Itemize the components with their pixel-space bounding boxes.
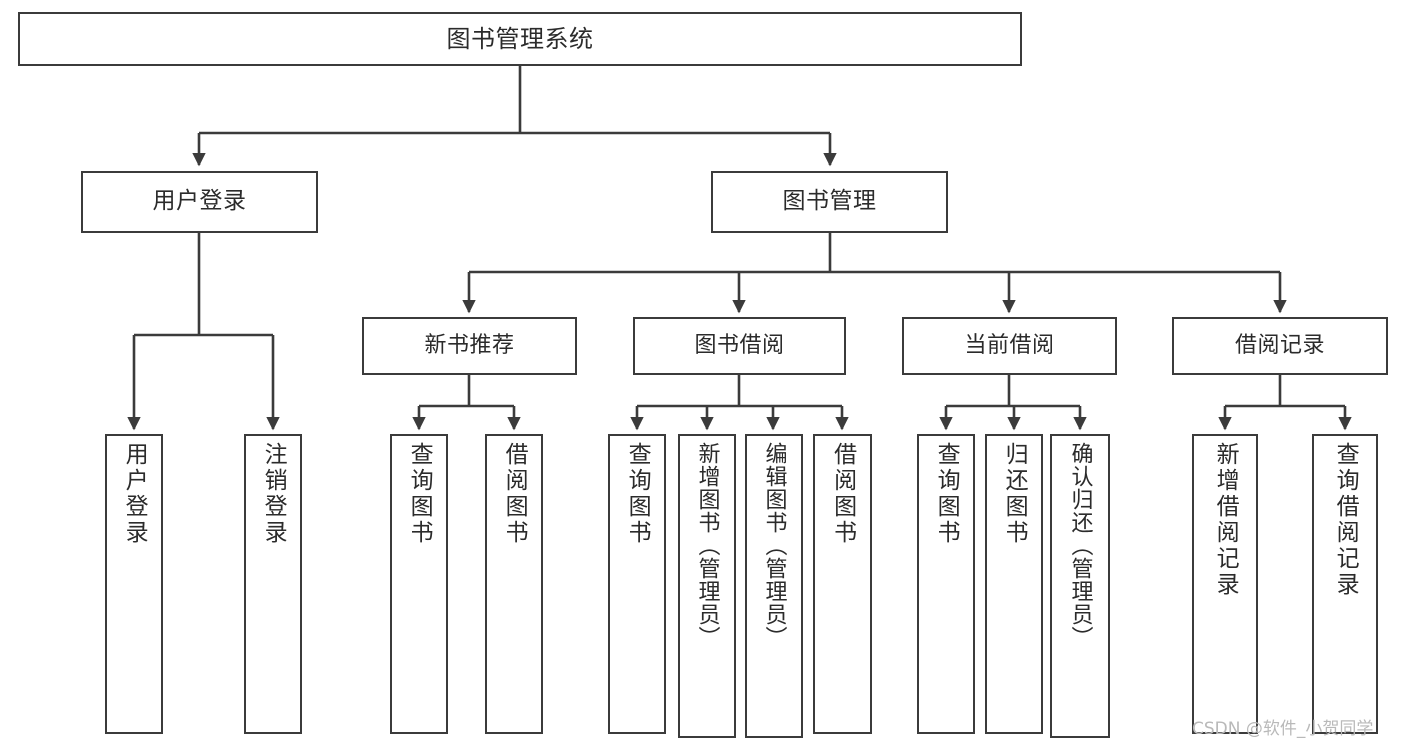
node-book-management[interactable]: 图书管理	[711, 171, 948, 233]
leaf-new-books-query-book[interactable]: 查询图书	[390, 434, 448, 734]
node-label: 图书借阅	[694, 332, 785, 358]
node-label: 查询图书	[933, 442, 960, 546]
leaf-records-add-record[interactable]: 新增借阅记录	[1192, 434, 1258, 734]
leaf-borrow-edit-book-admin[interactable]: 编辑图书（管理员）	[745, 434, 803, 738]
leaf-current-return-book[interactable]: 归还图书	[985, 434, 1043, 734]
node-label: 新书推荐	[424, 332, 515, 358]
node-user-login[interactable]: 用户登录	[81, 171, 318, 233]
leaf-borrow-add-book-admin[interactable]: 新增图书（管理员）	[678, 434, 736, 738]
node-label: 查询图书	[624, 442, 651, 546]
leaf-user-login-login[interactable]: 用户登录	[105, 434, 163, 734]
node-label: 借阅图书	[501, 442, 528, 546]
node-book-borrow[interactable]: 图书借阅	[633, 317, 846, 375]
node-root-system[interactable]: 图书管理系统	[18, 12, 1022, 66]
node-label: 编辑图书（管理员）	[761, 442, 787, 649]
node-label: 用户登录	[152, 188, 247, 215]
node-label: 查询图书	[406, 442, 433, 546]
leaf-current-confirm-return-admin[interactable]: 确认归还（管理员）	[1050, 434, 1110, 738]
node-label: 查询借阅记录	[1332, 442, 1359, 598]
node-label: 新增图书（管理员）	[694, 442, 720, 649]
leaf-user-login-logout[interactable]: 注销登录	[244, 434, 302, 734]
csdn-watermark: CSDN @软件_小贺同学	[1192, 719, 1374, 739]
node-label: 图书管理	[782, 188, 877, 215]
node-label: 图书管理系统	[446, 24, 594, 53]
leaf-borrow-query-book[interactable]: 查询图书	[608, 434, 666, 734]
leaf-current-query-book[interactable]: 查询图书	[917, 434, 975, 734]
node-new-book-recommend[interactable]: 新书推荐	[362, 317, 577, 375]
leaf-new-books-borrow-book[interactable]: 借阅图书	[485, 434, 543, 734]
node-label: 新增借阅记录	[1212, 442, 1239, 598]
node-label: 归还图书	[1001, 442, 1028, 546]
node-label: 确认归还（管理员）	[1067, 442, 1093, 649]
node-label: 注销登录	[260, 442, 287, 546]
node-label: 用户登录	[121, 442, 148, 546]
node-borrow-records[interactable]: 借阅记录	[1172, 317, 1388, 375]
node-label: 借阅记录	[1234, 332, 1325, 358]
leaf-borrow-borrow-book[interactable]: 借阅图书	[813, 434, 872, 734]
node-current-borrow[interactable]: 当前借阅	[902, 317, 1117, 375]
node-label: 当前借阅	[964, 332, 1055, 358]
leaf-records-query-record[interactable]: 查询借阅记录	[1312, 434, 1378, 734]
node-label: 借阅图书	[829, 442, 856, 546]
